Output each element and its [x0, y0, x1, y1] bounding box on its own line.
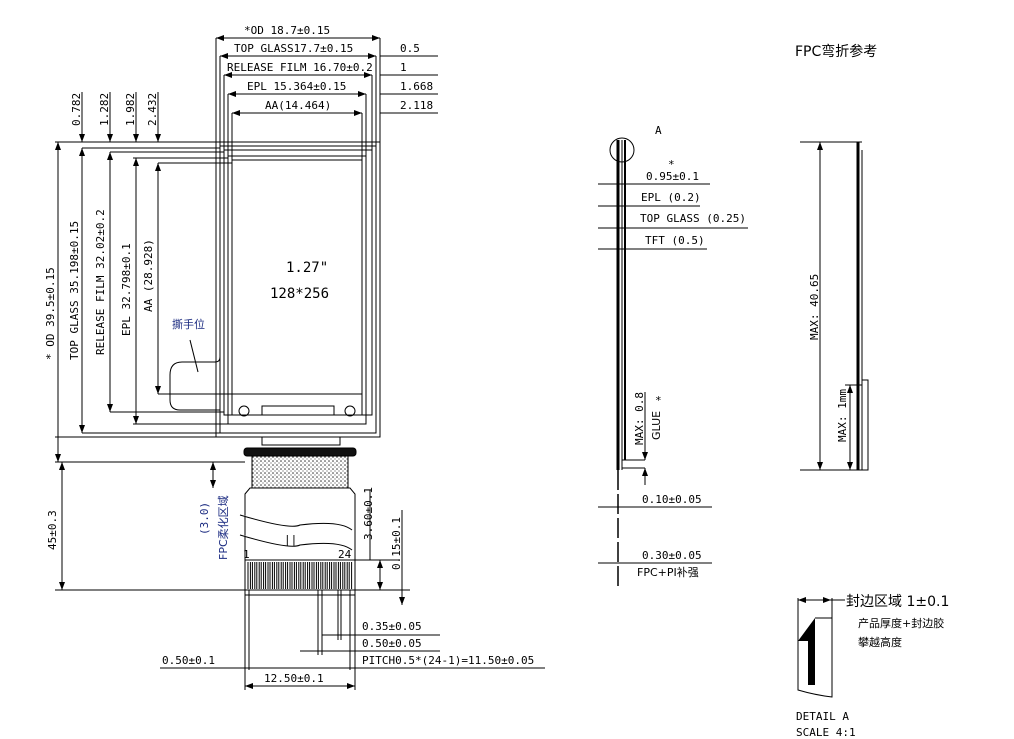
page-title: FPC弯折参考 [795, 43, 877, 60]
dim-epl-height: EPL 32.798±0.1 [120, 243, 133, 336]
dim-top-glass-width: TOP GLASS17.7±0.15 [234, 42, 353, 55]
dim-offset: 1.982 [124, 93, 137, 126]
dim-offset: 1.282 [98, 93, 111, 126]
fpc-flex-area-label: FPC柔化区域 [216, 495, 230, 560]
tear-tab [169, 160, 221, 411]
alignment-hole-icon [238, 405, 250, 417]
dim-epl-thickness: EPL (0.2) [641, 191, 701, 204]
dim-stiffener: 3.60±0.1 [362, 487, 375, 540]
dim-aa-width: AA(14.464) [265, 99, 331, 112]
dim-fpc-length: 45±0.3 [46, 510, 59, 550]
detail-a-label: A [655, 124, 662, 137]
resolution-label: 128*256 [270, 286, 329, 302]
dim-stiffener-thickness: 0.30±0.05 [642, 549, 702, 562]
contact-pins [247, 562, 353, 589]
dim-od-height: * OD 39.5±0.15 [44, 267, 57, 360]
side-view: A * 0.95±0.1 EPL (0.2) TOP GLASS (0.25) … [598, 124, 748, 590]
glue-label: GLUE [650, 411, 663, 440]
dim-offset: 2.118 [400, 99, 433, 112]
tear-tab-label: 撕手位 [172, 317, 205, 331]
dim-epl-width: EPL 15.364±0.15 [247, 80, 346, 93]
seal-area-label: 封边区域 1±0.1 [846, 594, 949, 610]
detail-note: 攀越高度 [858, 635, 902, 649]
detail-scale: SCALE 4:1 [796, 726, 856, 739]
dim-pin-width: 0.35±0.05 [362, 620, 422, 633]
dim-pin-pitch: 0.50±0.05 [362, 637, 422, 650]
outline-release-film [223, 149, 373, 416]
dim-top-glass-thickness: TOP GLASS (0.25) [640, 212, 746, 225]
dim-release-film-height: RELEASE FILM 32.02±0.2 [94, 209, 107, 355]
left-dimensions: 0.782 1.282 1.982 2.432 * OD 39.5±0.15 T… [44, 92, 245, 591]
detail-a: 封边区域 1±0.1 产品厚度+封边胶 攀越高度 DETAIL A SCALE … [796, 594, 949, 739]
dim-fpc-width: 12.50±0.1 [264, 672, 324, 685]
dim-top-glass-height: TOP GLASS 35.198±0.15 [68, 221, 81, 360]
fpc-dimensions: 3.60±0.1 0.15±0.1 0.35±0.05 0.50±0.05 PI… [160, 487, 545, 689]
dim-aa-height: AA (28.928) [142, 239, 155, 312]
dim-glue-max: MAX: 0.8 [633, 392, 646, 445]
alignment-hole-icon [344, 405, 356, 417]
pin-24-label: 24 [338, 548, 352, 561]
dim-offset: 0.5 [400, 42, 420, 55]
star-mark: * [655, 394, 662, 407]
dim-thickness: 0.95±0.1 [646, 170, 699, 183]
stiffener-label: FPC+PI补强 [637, 566, 699, 579]
dim-offset: 1 [400, 61, 407, 74]
top-dimensions: *OD 18.7±0.15 TOP GLASS17.7±0.15 RELEASE… [215, 24, 438, 160]
dim-offset: 1.668 [400, 80, 433, 93]
dim-max-bend: MAX: 1mm [836, 389, 849, 442]
fpc-contacts [244, 559, 356, 591]
fpc-bond-area [251, 455, 349, 489]
detail-title: DETAIL A [796, 710, 849, 723]
dim-pin-offset: 0.15±0.1 [390, 517, 403, 570]
ic-region [261, 436, 341, 446]
dim-offset: 2.432 [146, 93, 159, 126]
dim-offset: 0.782 [70, 93, 83, 126]
dim-fpc-flex: (3.0) [198, 502, 211, 535]
dim-pitch-total: PITCH0.5*(24-1)=11.50±0.05 [362, 654, 534, 667]
dim-od-width: *OD 18.7±0.15 [244, 24, 330, 37]
bend-view: MAX: 40.65 MAX: 1mm [800, 141, 869, 471]
dim-max-height: MAX: 40.65 [808, 274, 821, 340]
dim-tft-thickness: TFT (0.5) [645, 234, 705, 247]
dim-edge: 0.50±0.1 [162, 654, 215, 667]
dim-release-film-width: RELEASE FILM 16.70±0.2 [227, 61, 373, 74]
outline-epl [227, 155, 367, 425]
break-mark: || [284, 533, 297, 546]
front-view: 撕手位 1.27" 128*256 || 1 24 [169, 141, 381, 690]
pin-1-label: 1 [243, 548, 250, 561]
outline-aa [231, 159, 363, 395]
star-mark: * [668, 158, 675, 171]
dim-fpc-thickness: 0.10±0.05 [642, 493, 702, 506]
size-label: 1.27" [286, 260, 328, 276]
fpc-bond-strip [243, 447, 357, 457]
detail-note: 产品厚度+封边胶 [858, 616, 944, 630]
